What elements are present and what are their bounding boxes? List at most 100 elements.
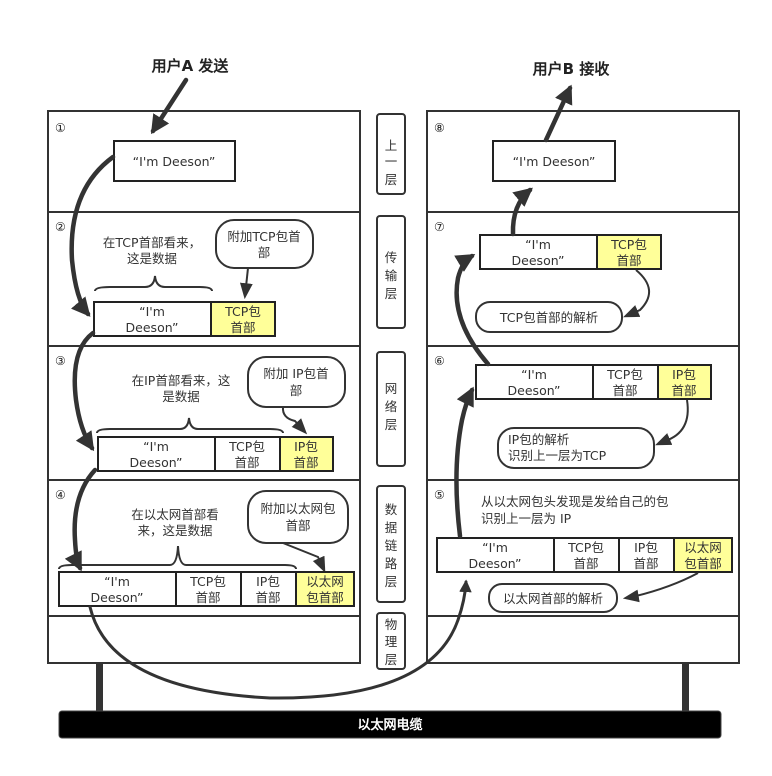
step-number: ④ (55, 488, 66, 502)
layer-label-char: 网 (385, 381, 398, 396)
app-data-text: “I'm Deeson” (513, 154, 596, 169)
receiver-title: 用户B 接收 (533, 60, 610, 78)
layer-label-char: 理 (385, 634, 398, 649)
cell-text: TCP包 (606, 367, 643, 382)
layer-label-char: 层 (385, 286, 398, 301)
layer-label-datalink (376, 485, 406, 603)
ethernet-cable (58, 710, 722, 739)
layer-label-char: 传 (385, 250, 398, 265)
ethernet-header-cell (295, 571, 355, 607)
flow-arrow (454, 386, 475, 539)
sender-title: 用户A 发送 (152, 57, 230, 75)
cell-text: “I'm (482, 540, 508, 555)
cell-text: “I'm (143, 439, 169, 454)
cell-text: 首部 (195, 590, 220, 605)
attach-header-bubble (247, 356, 346, 408)
cell-text: “I'm (139, 304, 165, 319)
cell-text: IP包 (294, 439, 318, 454)
cell-text: 包首部 (684, 556, 722, 571)
layer-label-char: 数 (385, 502, 398, 517)
ip-header-cell (618, 537, 675, 573)
receive-note: 从以太网包头发现是发给自己的包 (481, 494, 669, 509)
bubble-text: IP包的解析 (508, 432, 569, 447)
cell-text: “I'm (104, 574, 130, 589)
ip-header-cell (657, 364, 712, 400)
bubble-arrow (282, 542, 326, 573)
layer-label-physical (376, 612, 406, 670)
cell-text: 以太网 (684, 540, 722, 555)
data-brace (96, 417, 284, 434)
attach-header-bubble (215, 219, 314, 269)
bubble-text: 附加以太网包 (260, 501, 335, 516)
ip-packet: “I'm Deeson” TCP包 首部 IP包 首部 (97, 436, 334, 472)
ethernet-frame: “I'm Deeson” TCP包 首部 IP包 首部 以太网 包首部 (436, 537, 733, 573)
cell-text: 包首部 (306, 590, 344, 605)
tcp-segment: “I'm Deeson” TCP包 首部 (93, 301, 276, 337)
cell-text: 首部 (612, 383, 637, 398)
layer-label-char: 路 (385, 556, 398, 571)
cell-text: TCP包 (224, 304, 261, 319)
data-note: 在IP首部看来，这 (132, 373, 231, 388)
bubble-text: 部 (258, 245, 271, 260)
step-number: ② (55, 220, 66, 234)
ip-header-cell (279, 436, 334, 472)
cell-text: Deeson” (512, 253, 565, 268)
tcp-header-cell (210, 301, 276, 337)
data-note: 来，这是数据 (137, 523, 212, 538)
bubble-text: 部 (290, 383, 303, 398)
cell-text: IP包 (672, 367, 696, 382)
step-number: ⑥ (434, 354, 445, 368)
layer-label-transport (376, 215, 406, 329)
layer-label-char: 一 (385, 154, 398, 169)
app-data-text: “I'm Deeson” (133, 154, 216, 169)
cell-text: TCP包 (610, 237, 647, 252)
tcp-header-cell (553, 537, 620, 573)
send-arrow (150, 77, 189, 135)
layer-label-char: 物 (385, 617, 398, 632)
bubble-arrow (281, 406, 308, 435)
data-brace (94, 275, 213, 292)
cell-text: Deeson” (508, 383, 561, 398)
payload-cell (97, 436, 216, 472)
data-note: 是数据 (162, 389, 200, 404)
layer-label-char: 据 (385, 520, 398, 535)
data-note: 在TCP首部看来， (103, 235, 201, 250)
step-number: ① (55, 121, 66, 135)
cell-text: Deeson” (469, 556, 522, 571)
ip-header-cell (240, 571, 297, 607)
layer-label-char: 层 (385, 172, 398, 187)
step-number: ⑧ (434, 121, 445, 135)
layer-label-char: 层 (385, 652, 398, 667)
layer-labels: 上 一 层 传 输 层 网 络 层 数 据 链 路 层 物 理 层 (376, 113, 406, 670)
step-number: ③ (55, 354, 66, 368)
bubble-text: 附加TCP包首 (227, 229, 300, 244)
cell-text: TCP包 (567, 540, 604, 555)
cell-text: IP包 (634, 540, 658, 555)
bubble-text: TCP包首部的解析 (499, 310, 598, 325)
transmission-arrow (88, 579, 472, 700)
flow-arrow (454, 253, 491, 367)
bubble-text: 首部 (285, 518, 310, 533)
flow-arrow (72, 330, 96, 452)
cell-text: “I'm (525, 237, 551, 252)
sender-cable-leg (96, 663, 103, 713)
parse-bubble (488, 583, 618, 613)
cell-text: 首部 (255, 590, 280, 605)
ethernet-header-cell (673, 537, 733, 573)
receiver-cable-leg (682, 663, 689, 713)
cell-text: IP包 (256, 574, 280, 589)
app-data-box (492, 140, 616, 182)
data-note: 这是数据 (127, 251, 177, 266)
cell-text: TCP包 (189, 574, 226, 589)
parse-arrow (623, 269, 650, 318)
attach-header-bubble (247, 490, 349, 544)
cell-text: 首部 (616, 253, 641, 268)
flow-arrow (510, 187, 533, 237)
parse-arrow (655, 399, 689, 446)
step-number: ⑦ (434, 220, 445, 234)
cell-text: 首部 (230, 320, 255, 335)
cell-text: 首部 (234, 455, 259, 470)
parse-arrow (622, 572, 699, 603)
ethernet-frame: “I'm Deeson” TCP包 首部 IP包 首部 以太网 包首部 (58, 571, 355, 607)
layer-label-char: 层 (385, 574, 398, 589)
